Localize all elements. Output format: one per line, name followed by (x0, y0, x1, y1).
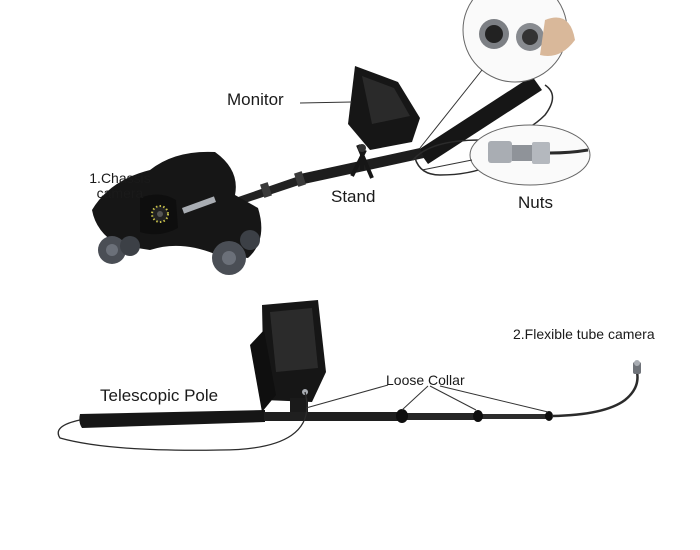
label-flexible-tube-camera: 2.Flexible tube camera (513, 326, 655, 342)
wheel-mid (120, 236, 140, 256)
loose-collar-1 (396, 409, 408, 423)
connector-hand (540, 17, 575, 56)
monitor-top-screen (362, 76, 410, 124)
pole-grip (79, 410, 265, 428)
label-chassis-line1: 1.Chassis (89, 170, 151, 186)
label-nuts: Nuts (518, 193, 553, 212)
label-chassis-camera: 1.Chassis camera (80, 171, 160, 201)
pole-joint (260, 182, 272, 198)
nut-body-3 (532, 142, 550, 164)
chassis-camera-assembly (92, 66, 554, 275)
collar-leader (439, 385, 549, 413)
label-monitor: Monitor (227, 90, 284, 109)
nuts-leader (421, 159, 473, 171)
loose-collar-2 (473, 410, 483, 422)
nut-body-1 (488, 141, 512, 163)
label-telescopic-pole: Telescopic Pole (100, 386, 219, 405)
pole-section-1 (264, 412, 404, 421)
wheel-rear2 (240, 230, 260, 250)
camera-lens-center (157, 211, 163, 217)
pole-joint (294, 171, 306, 187)
nut-cable (549, 148, 589, 155)
label-chassis-line2: camera (96, 185, 144, 201)
monitor-leader (299, 101, 353, 104)
loose-collar-3 (545, 411, 553, 421)
pole-section-3 (480, 414, 550, 419)
chassis-body (92, 151, 262, 258)
monitor-mount (290, 398, 308, 412)
monitor-back (250, 330, 276, 412)
nuts-inset (469, 124, 591, 186)
pole-section-2 (404, 413, 480, 420)
label-loose-collar: Loose Collar (386, 372, 465, 388)
chassis-bracket (181, 196, 217, 214)
nut-body-2 (512, 145, 532, 161)
flexible-tube (551, 371, 639, 418)
wheel-front-hub (106, 244, 118, 256)
flexible-tube-assembly (57, 300, 641, 451)
collar-leader (305, 384, 389, 409)
monitor-hood-inner (270, 308, 318, 372)
connector-female-face (522, 29, 538, 45)
wheel-rear-hub (222, 251, 236, 265)
stand-hinge (358, 144, 366, 152)
label-stand: Stand (331, 187, 376, 206)
collar-leader (429, 385, 477, 411)
collar-leader (401, 385, 429, 411)
connector-leader (419, 69, 483, 149)
bottom-cable (57, 391, 308, 451)
connector-male-face (485, 25, 503, 43)
tube-camera-lens (634, 360, 640, 366)
connector-inset (462, 0, 575, 83)
